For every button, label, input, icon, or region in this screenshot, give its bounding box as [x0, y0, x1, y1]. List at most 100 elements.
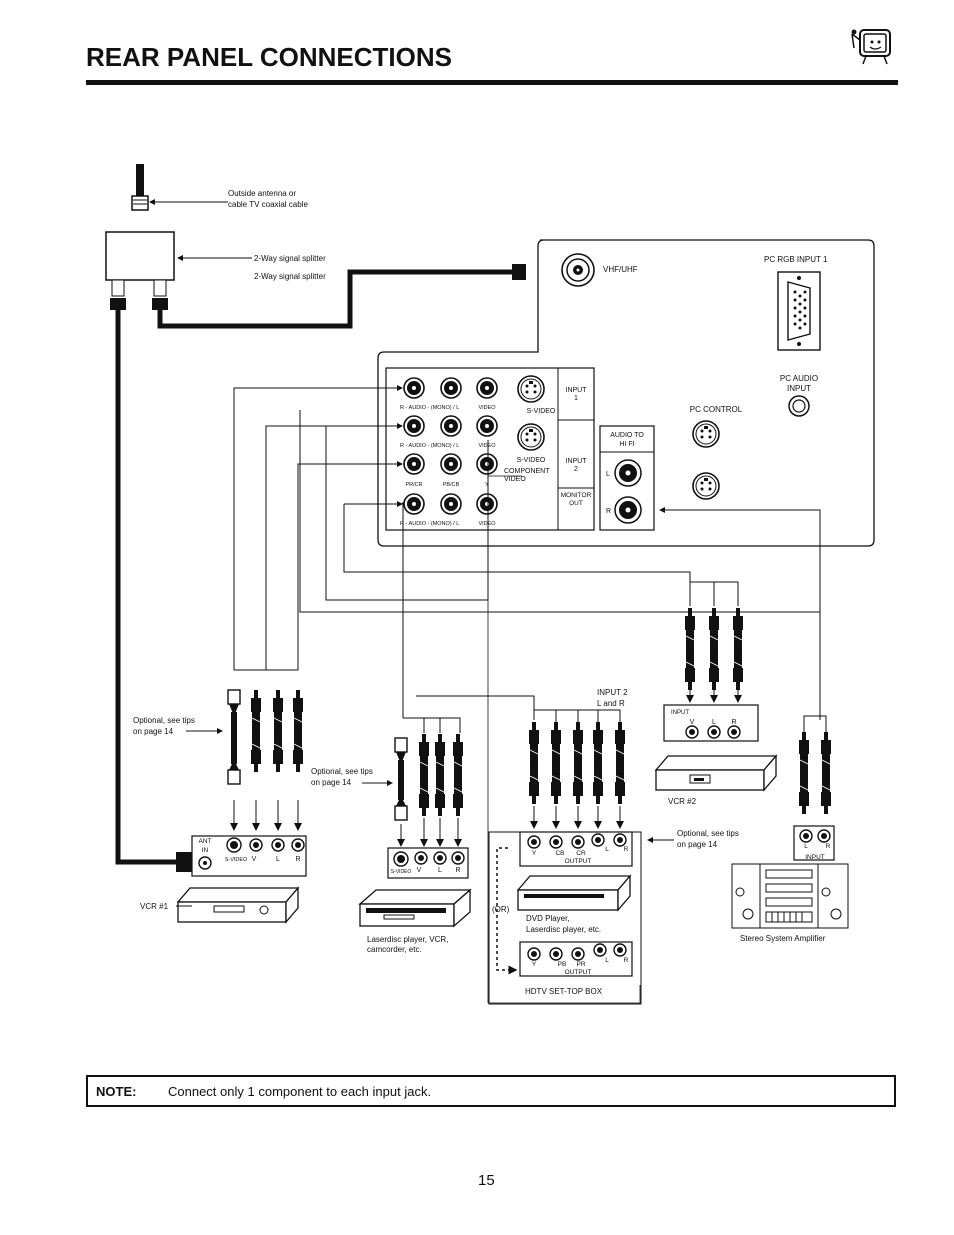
vcr1-ant-jack[interactable] — [198, 856, 212, 870]
input1-label-1: INPUT — [566, 387, 588, 394]
vcr2-l-jack[interactable] — [707, 725, 721, 739]
rca-plug-laserdisc-r — [452, 733, 464, 817]
dvd-label-1: DVD Player, — [526, 914, 570, 923]
row2-video-label: VIDEO — [478, 443, 496, 449]
monitor-audio-r-jack[interactable] — [403, 493, 425, 515]
rca-plug-laserdisc-l — [434, 733, 446, 817]
input2-audio-l-jack[interactable] — [440, 415, 462, 437]
pc-control-jack-1[interactable] — [692, 420, 720, 448]
hifi-label-2: HI FI — [619, 441, 634, 448]
amp-l-label: L — [804, 843, 808, 850]
hifi-l-label: L — [606, 471, 610, 478]
dvd-y-jack[interactable] — [527, 835, 541, 849]
vcr1-svideo-jack[interactable] — [226, 837, 242, 853]
vhf-uhf-jack[interactable] — [561, 253, 595, 287]
amp-l-jack[interactable] — [799, 829, 813, 843]
laserdisc-v-label: V — [417, 867, 422, 874]
monitor-audio-l-jack[interactable] — [440, 493, 462, 515]
component-pr-jack[interactable] — [403, 453, 425, 475]
component-label-1: COMPONENT — [504, 468, 550, 475]
hdtv-l-label: L — [605, 957, 609, 964]
vcr1-v-jack[interactable] — [249, 838, 263, 852]
svideo-cable-vcr1 — [227, 689, 241, 785]
component-pr-label: PR/CR — [405, 482, 422, 488]
vcr1-l-label: L — [276, 856, 280, 863]
hdtv-label: HDTV SET-TOP BOX — [525, 987, 603, 996]
vcr2-l-label: L — [712, 719, 716, 726]
dvd-r-jack[interactable] — [613, 833, 627, 847]
signal-splitter — [105, 231, 175, 310]
vcr2-r-jack[interactable] — [727, 725, 741, 739]
row1-svideo-label: S-VIDEO — [527, 408, 556, 415]
title-rule — [86, 80, 898, 85]
dvd-label-2: Laserdisc player, etc. — [526, 925, 601, 934]
monitor-video-jack[interactable] — [476, 493, 498, 515]
laserdisc-label-2: camcorder, etc. — [367, 945, 422, 954]
rca-plug-vcr2-v — [684, 607, 696, 691]
laserdisc-v-jack[interactable] — [414, 851, 428, 865]
pc-control-label: PC CONTROL — [690, 405, 743, 414]
rca-plug-dvd-l — [592, 721, 604, 805]
rca-plug-dvd-y — [528, 721, 540, 805]
pc-control-jack-2[interactable] — [692, 472, 720, 500]
rca-plug-vcr1-v — [250, 689, 262, 773]
vcr1-l-jack[interactable] — [271, 838, 285, 852]
component-y-label: Y — [485, 482, 489, 488]
row2-svideo-label: S-VIDEO — [517, 457, 546, 464]
dvd-cb-jack[interactable] — [549, 835, 563, 849]
dvd-l-jack[interactable] — [591, 833, 605, 847]
component-label-2: VIDEO — [504, 476, 526, 483]
input1-audio-l-jack[interactable] — [440, 377, 462, 399]
input2-svideo-jack[interactable] — [517, 423, 545, 451]
component-y-jack[interactable] — [476, 453, 498, 475]
hifi-l-jack[interactable] — [614, 459, 642, 487]
hdtv-l-jack[interactable] — [593, 943, 607, 957]
tv-character-icon — [851, 29, 891, 65]
component-pb-jack[interactable] — [440, 453, 462, 475]
vcr1-output-panel — [191, 835, 307, 877]
page-title: REAR PANEL CONNECTIONS — [86, 42, 452, 72]
vcr1-r-jack[interactable] — [291, 838, 305, 852]
amp-r-jack[interactable] — [817, 829, 831, 843]
page-number: 15 — [478, 1172, 495, 1189]
amp-input-label: INPUT — [805, 854, 825, 861]
hdtv-output-label: OUTPUT — [565, 969, 592, 976]
row1-audio-label: R - AUDIO - (MONO) / L — [400, 405, 459, 411]
input1-svideo-jack[interactable] — [517, 375, 545, 403]
note-label: NOTE: — [96, 1083, 137, 1099]
hdtv-pb-jack[interactable] — [549, 947, 563, 961]
amp-r-label: R — [826, 843, 831, 850]
hdtv-y-jack[interactable] — [527, 947, 541, 961]
laserdisc-svideo-jack[interactable] — [393, 851, 409, 867]
optional-tips-2-line1: Optional, see tips — [311, 767, 373, 776]
laserdisc-l-jack[interactable] — [433, 851, 447, 865]
dvd-cr-jack[interactable] — [571, 835, 585, 849]
input1-video-jack[interactable] — [476, 377, 498, 399]
monitor-out-label-1: MONITOR — [561, 492, 592, 499]
hdtv-pr-jack[interactable] — [571, 947, 585, 961]
vcr1-ant-label-2: IN — [202, 847, 209, 854]
dvd-y-label: Y — [532, 850, 537, 857]
hifi-label-1: AUDIO TO — [610, 432, 644, 439]
input1-audio-r-jack[interactable] — [403, 377, 425, 399]
vcr1-svideo-label: S-VIDEO — [225, 857, 248, 863]
input2-video-jack[interactable] — [476, 415, 498, 437]
dvd-r-label: R — [624, 846, 629, 853]
dvd-cr-label: CR — [576, 850, 586, 857]
antenna-label-2: cable TV coaxial cable — [228, 200, 308, 209]
laserdisc-r-jack[interactable] — [451, 851, 465, 865]
hifi-r-jack[interactable] — [614, 496, 642, 524]
connection-wires — [233, 385, 821, 733]
vcr2-r-label: R — [731, 719, 736, 726]
hdtv-r-jack[interactable] — [613, 943, 627, 957]
pc-rgb-port[interactable] — [777, 271, 821, 351]
vcr2-v-label: V — [690, 719, 695, 726]
pc-audio-jack[interactable] — [788, 395, 810, 417]
input2-audio-r-jack[interactable] — [403, 415, 425, 437]
optional-tips-2-line2: on page 14 — [311, 778, 352, 787]
input1-label-2: 1 — [574, 395, 578, 402]
rca-plug-amp-l — [798, 731, 810, 815]
vcr2-v-jack[interactable] — [685, 725, 699, 739]
row2-audio-label: R - AUDIO - (MONO) / L — [400, 443, 459, 449]
connection-diagram: Outside antenna or cable TV coaxial cabl… — [105, 164, 875, 1005]
